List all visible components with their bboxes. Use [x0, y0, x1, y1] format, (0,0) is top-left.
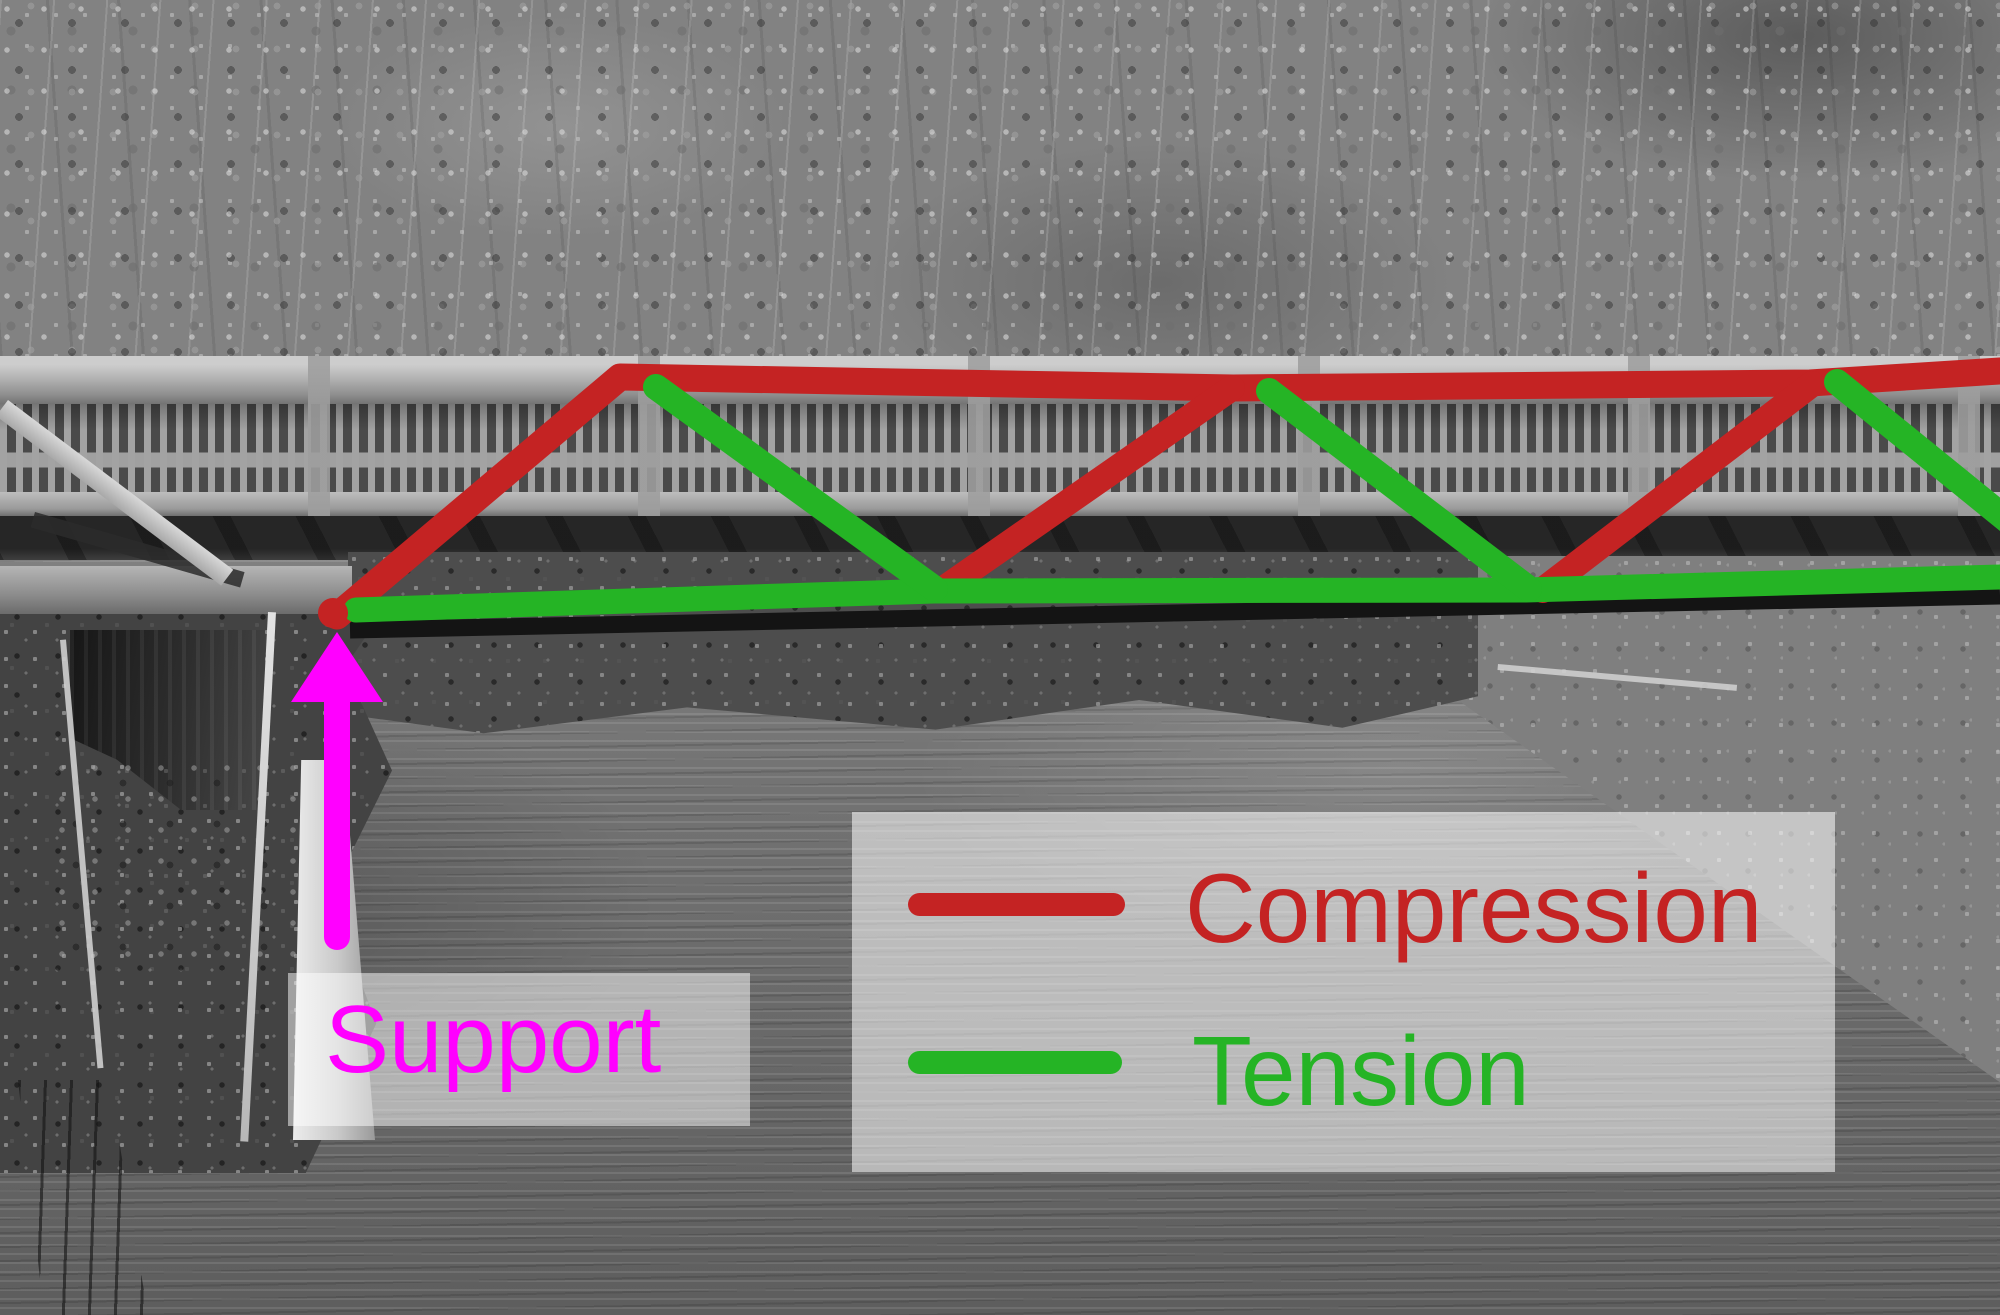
truss-member-bottom-chord [343, 564, 2000, 623]
tension-legend-label: Tension [1192, 1016, 1530, 1126]
truss-member-diagonal-panel2 [929, 375, 1245, 603]
truss-member-diagonal-panel3 [1256, 378, 1542, 602]
support-label-box: Support [288, 973, 750, 1126]
compression-swatch [908, 893, 1125, 916]
bridge-girder-shadow [349, 587, 2000, 639]
background-trees [0, 0, 2000, 362]
tension-swatch [908, 1051, 1122, 1074]
truss-member-diagonal-panel5 [1824, 369, 2000, 532]
support-node-dot [318, 598, 348, 628]
support-label: Support [325, 986, 662, 1093]
support-arrow-head [291, 632, 383, 702]
approach-rail [0, 566, 352, 614]
truss-member-diagonal-panel4 [1530, 371, 1825, 603]
legend: Compression Tension [852, 812, 1835, 1172]
compression-legend-label: Compression [1185, 853, 1763, 963]
truss-member-diagonal-panel1 [643, 374, 948, 602]
foreground-foliage [55, 760, 335, 970]
